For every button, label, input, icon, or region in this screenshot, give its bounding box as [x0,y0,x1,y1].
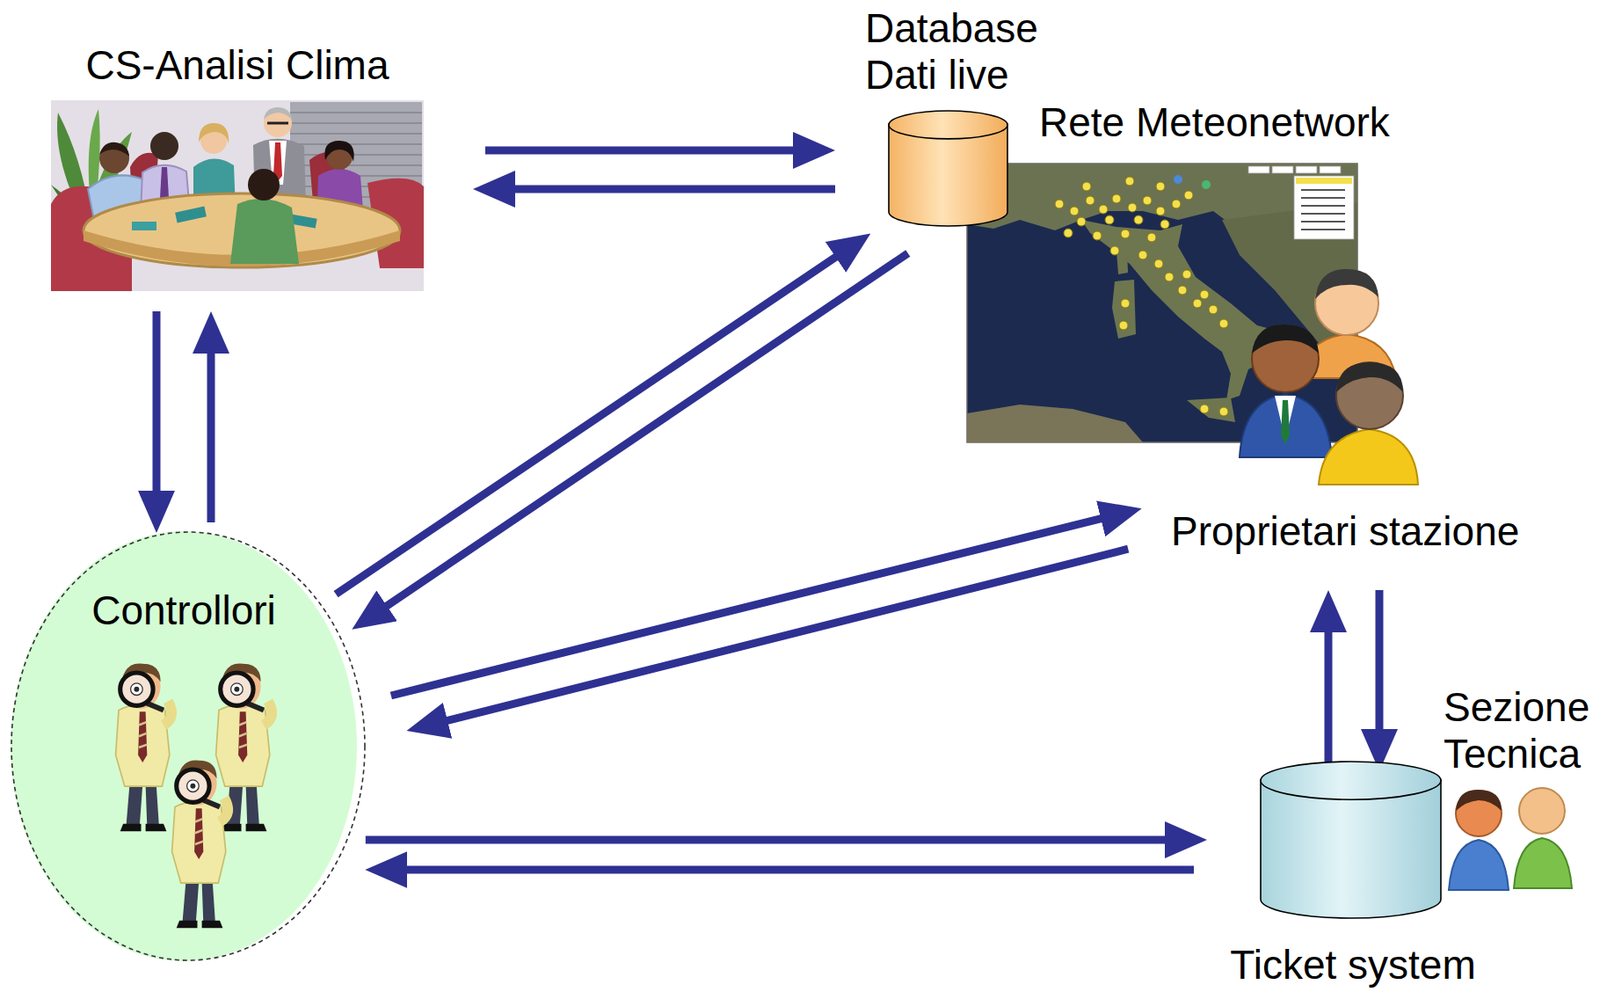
database-title: Database Dati live [865,5,1055,99]
ticket-cylinder: Ticket system [1224,760,1491,992]
cylinder-top [1260,761,1441,800]
arrow-connector [377,253,909,613]
cylinder-body [888,123,1008,226]
owners-group: Proprietari stazione [1162,479,1528,564]
arrow-connector [502,185,836,194]
technicians-icon [1448,787,1572,890]
cylinder-outline [865,5,1063,229]
inspectors-illustration [10,530,357,961]
meeting-group: CS-Analisi Clima [50,35,433,292]
cylinder-top [888,110,1008,139]
cylinder-body [1260,779,1441,918]
ellipse-outline [11,531,365,960]
arrow-connector [391,515,1113,696]
database-title: Ticket system [1224,941,1482,989]
group-ellipse: Controllori [10,530,366,961]
label-anchor: Rete Meteonetwork [1039,99,1418,146]
arrow-connector [335,250,846,595]
arrow-connector [207,341,216,523]
arrow-connector [365,836,1178,844]
arrow-connector [152,311,161,503]
group-title: CS-Analisi Clima [50,42,424,89]
arrow-connector [485,146,806,155]
team-label: Sezione Tecnica [1443,683,1595,778]
cylinder-outline [1224,760,1491,992]
database-cylinder: Database Dati live [865,5,1063,229]
group-title: Controllori [10,587,357,634]
arrow-connector [394,865,1194,874]
ellipse-outline [10,530,366,961]
arrow-connector [1324,619,1333,771]
label-anchor: Sezione Tecnica [1443,683,1595,778]
arrow-connector [435,548,1128,724]
group-title: Proprietari stazione [1170,508,1520,555]
meeting-illustration [50,100,424,291]
map-title: Rete Meteonetwork [1039,99,1418,146]
owners-icon [1239,269,1419,485]
arrow-connector [1375,589,1384,742]
